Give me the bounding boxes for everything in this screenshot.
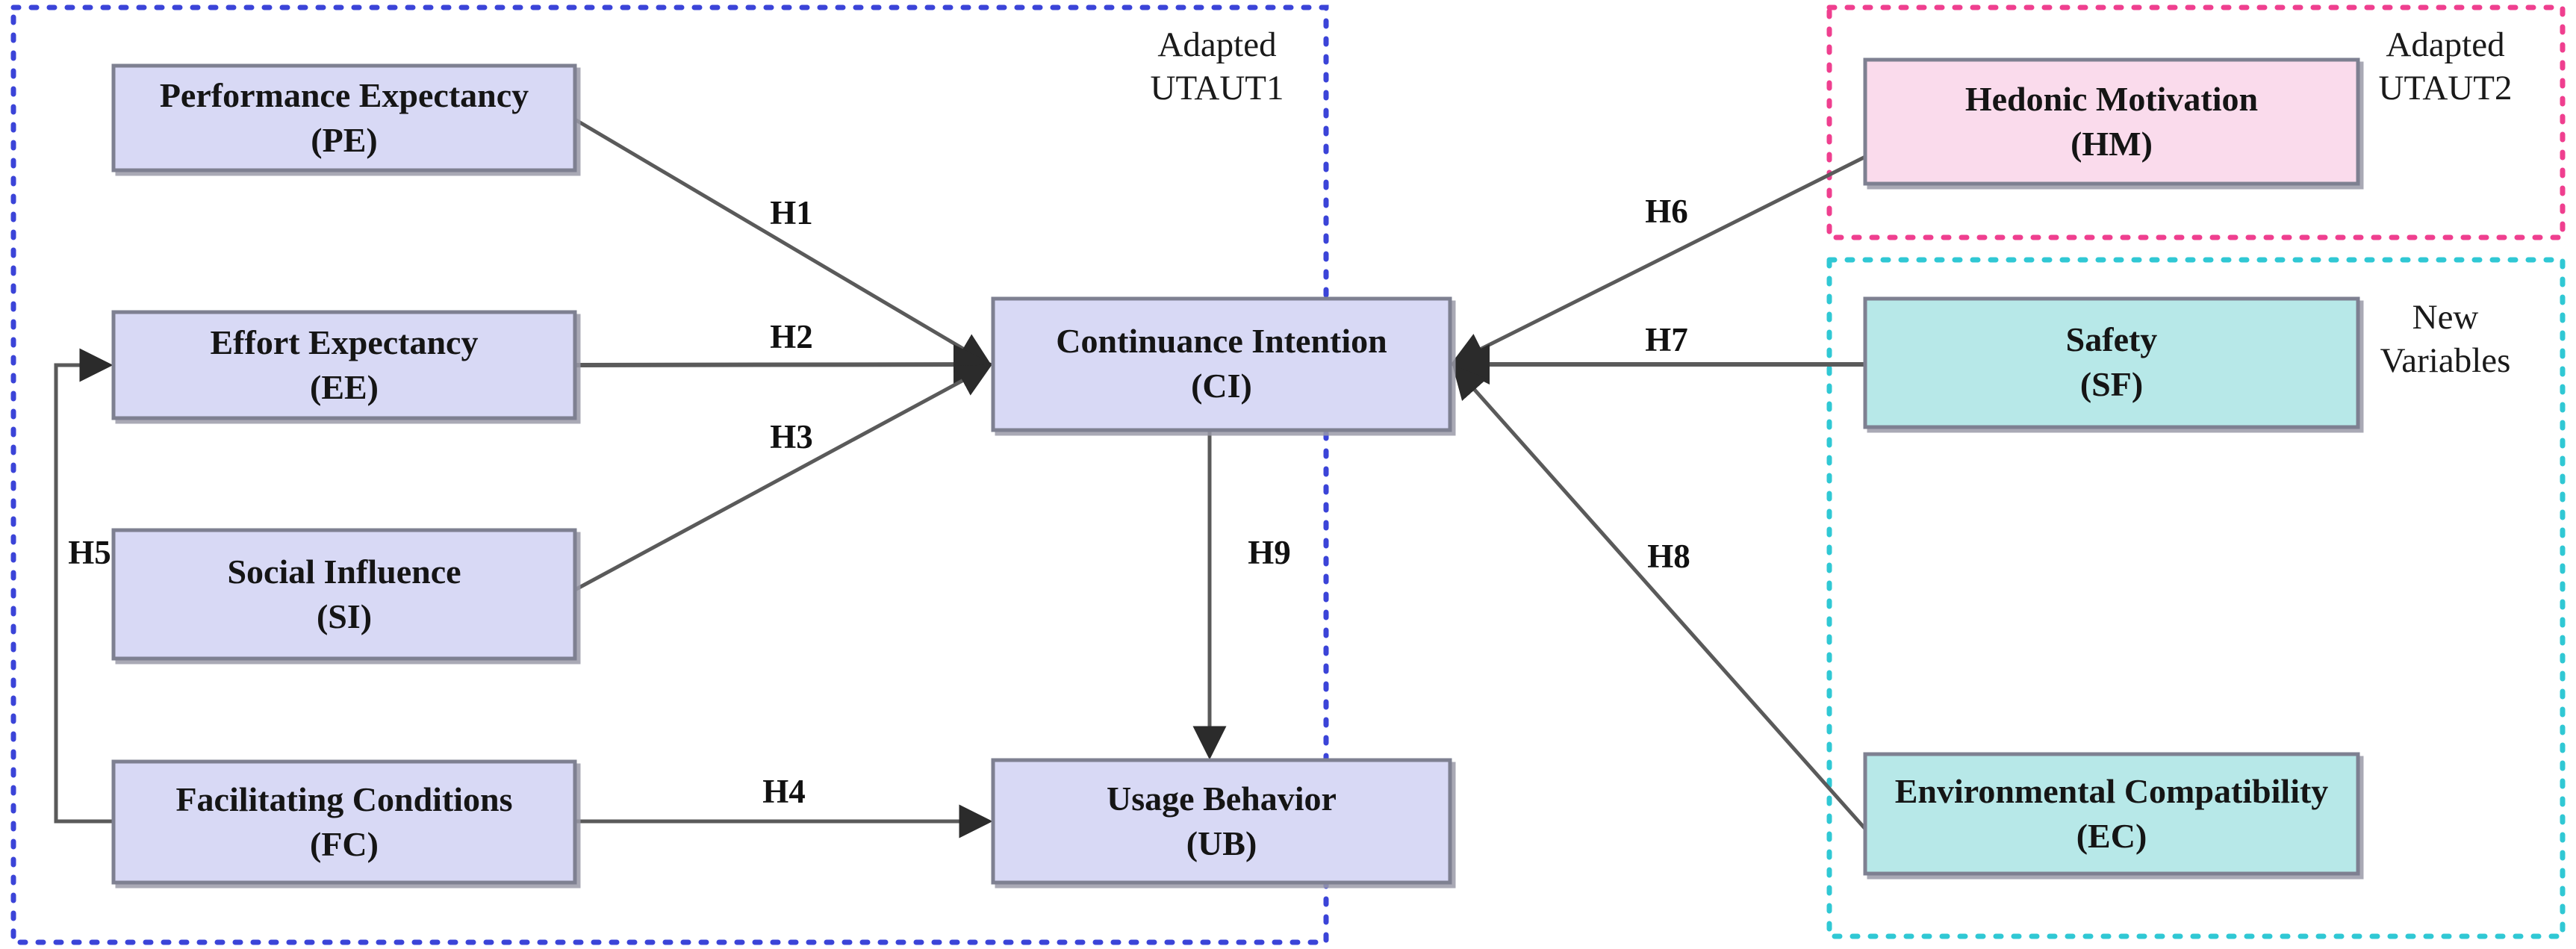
node-ee-line1: Effort Expectancy — [211, 323, 479, 361]
node-si[interactable]: Social Influence (SI) — [111, 528, 577, 661]
group-label-utaut2-line2: UTAUT2 — [2379, 69, 2513, 108]
group-label-newvars-line2: Variables — [2380, 341, 2511, 380]
node-ee-line2: (EE) — [310, 368, 379, 406]
edge-label-h8: H8 — [1647, 538, 1690, 575]
node-hm-line2: (HM) — [2071, 125, 2153, 163]
group-container-utaut2 — [1826, 4, 2566, 240]
node-si-line2: (SI) — [317, 597, 372, 635]
node-si-line1: Social Influence — [227, 553, 461, 591]
node-hm-line1: Hedonic Motivation — [1965, 80, 2258, 118]
group-container-newvars — [1826, 257, 2566, 939]
node-ec[interactable]: Environmental Compatibility (EC) — [1863, 752, 2360, 876]
edge-h8 — [1452, 364, 1867, 830]
group-label-newvars-line1: New — [2412, 298, 2479, 337]
edge-label-h1: H1 — [770, 194, 813, 231]
node-fc[interactable]: Facilitating Conditions (FC) — [111, 759, 577, 885]
group-label-utaut1-line2: UTAUT1 — [1151, 69, 1284, 108]
edge-label-h6: H6 — [1645, 193, 1688, 230]
node-sf[interactable]: Safety (SF) — [1863, 296, 2360, 429]
node-ub[interactable]: Usage Behavior (UB) — [991, 758, 1452, 885]
node-ci[interactable]: Continuance Intention (CI) — [991, 296, 1452, 432]
node-ec-line1: Environmental Compatibility — [1895, 772, 2329, 810]
group-label-newvars: New Variables — [2380, 298, 2511, 380]
group-label-utaut2-line1: Adapted — [2386, 25, 2504, 64]
node-ci-line2: (CI) — [1191, 367, 1252, 405]
edge-h5 — [54, 348, 113, 824]
node-pe-line1: Performance Expectancy — [160, 76, 529, 114]
group-label-utaut1-line1: Adapted — [1157, 25, 1276, 64]
node-sf-line1: Safety — [2066, 320, 2158, 358]
node-pe-line2: (PE) — [311, 121, 377, 159]
edge-h2 — [574, 344, 994, 385]
node-sf-line2: (SF) — [2080, 365, 2143, 403]
edge-label-h4: H4 — [762, 773, 806, 810]
node-ec-line2: (EC) — [2076, 817, 2147, 855]
edge-label-h3: H3 — [770, 418, 813, 455]
node-ub-line1: Usage Behavior — [1107, 780, 1337, 818]
node-fc-line2: (FC) — [310, 825, 379, 863]
edge-label-h5: H5 — [68, 534, 111, 571]
node-fc-line1: Facilitating Conditions — [175, 780, 512, 818]
edge-h3 — [573, 364, 992, 592]
node-ub-line2: (UB) — [1186, 824, 1257, 862]
group-label-utaut2: Adapted UTAUT2 — [2379, 25, 2513, 108]
node-pe[interactable]: Performance Expectancy (PE) — [111, 63, 577, 172]
node-ee[interactable]: Effort Expectancy (EE) — [111, 310, 577, 420]
edge-h6 — [1451, 155, 1867, 364]
group-container-utaut1 — [10, 4, 1329, 945]
edge-label-h7: H7 — [1645, 321, 1688, 358]
edge-h1 — [573, 117, 992, 366]
edge-label-h2: H2 — [770, 318, 813, 355]
edge-label-h9: H9 — [1248, 534, 1291, 571]
node-hm[interactable]: Hedonic Motivation (HM) — [1863, 57, 2360, 186]
node-ci-line1: Continuance Intention — [1056, 322, 1387, 360]
group-label-utaut1: Adapted UTAUT1 — [1151, 25, 1284, 108]
